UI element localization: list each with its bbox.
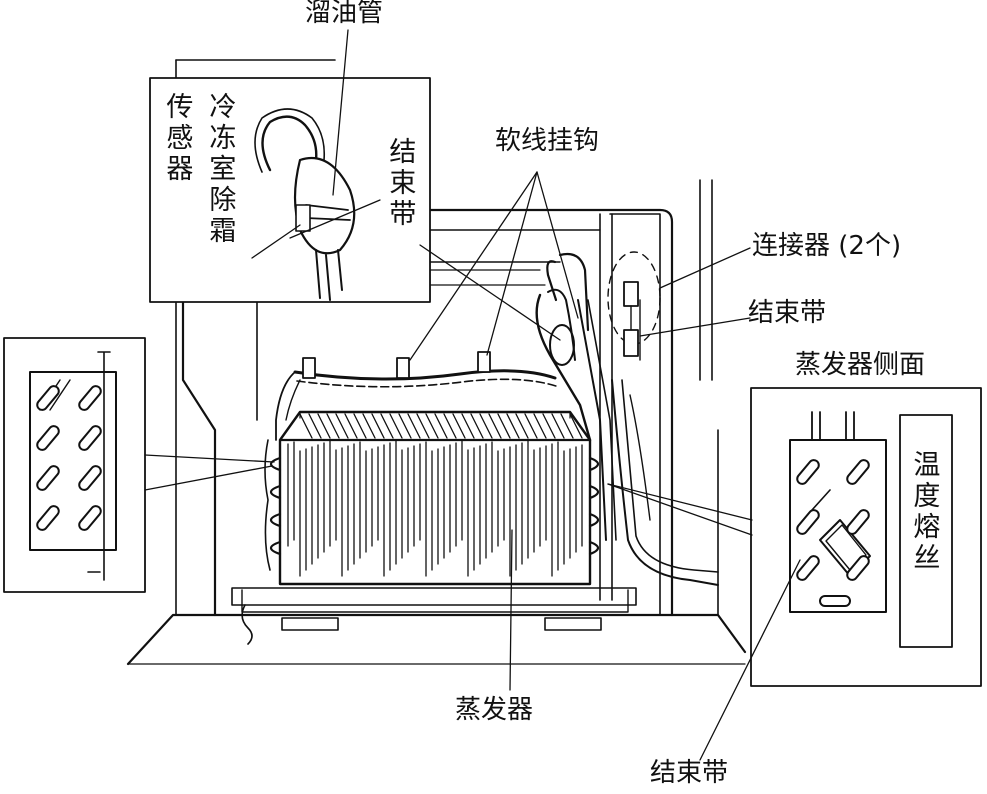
- label-tie-band-inset: 结束带: [384, 137, 416, 230]
- evaporator-fin-top: [371, 413, 385, 439]
- evaporator-fin-top: [488, 413, 502, 439]
- connectors: [607, 251, 661, 361]
- mounting-slot: [846, 459, 870, 485]
- evaporator-fin-top: [443, 413, 457, 439]
- label-connector: 连接器 (2个): [752, 231, 902, 261]
- evaporator-fin-top: [407, 413, 421, 439]
- evaporator-end-bends: [264, 439, 600, 571]
- evaporator-fin-top: [389, 413, 403, 439]
- mounting-slot: [846, 509, 870, 535]
- mounting-slot: [796, 459, 820, 485]
- evaporator-fin-top: [515, 413, 529, 439]
- evaporator-fin-top: [299, 413, 313, 439]
- label-freezer-defrost: 冷冻室除霜: [204, 92, 236, 247]
- mounting-slot: [78, 425, 102, 451]
- evaporator-fin-top: [344, 413, 358, 439]
- label-hose-hook: 软线挂钩: [495, 126, 600, 156]
- evaporator-fin-top: [308, 413, 322, 439]
- evaporator-fin-top: [353, 413, 367, 439]
- mounting-slot: [796, 509, 820, 535]
- leader-lines: [144, 29, 801, 761]
- evaporator-fin-top: [326, 413, 340, 439]
- evaporator-fin-top: [506, 413, 520, 439]
- label-tie-band-bottom: 结束带: [650, 758, 729, 788]
- evaporator-fin-top: [542, 413, 556, 439]
- evaporator-fin-top: [434, 413, 448, 439]
- label-oil-drain-tube: 溜油管: [305, 0, 384, 28]
- mounting-slot: [78, 505, 102, 531]
- evaporator-fin-top: [317, 413, 331, 439]
- left-detail-inset: [3, 337, 146, 593]
- evaporator-fin-top: [551, 413, 565, 439]
- right-side-pipes: [535, 252, 719, 586]
- mounting-slot: [846, 555, 870, 581]
- evaporator-fin-top: [569, 413, 583, 439]
- evaporator-fin-top: [380, 413, 394, 439]
- evaporator-fin-top: [335, 413, 349, 439]
- cabinet-base: [126, 587, 747, 666]
- evaporator-fin-top: [524, 413, 538, 439]
- label-evaporator: 蒸发器: [455, 695, 534, 725]
- evaporator-body: [278, 410, 592, 586]
- evaporator-fin-top: [497, 413, 511, 439]
- right-inset-slots: [796, 459, 870, 607]
- label-tie-band-right: 结束带: [748, 298, 827, 328]
- mounting-slot: [819, 595, 851, 607]
- evaporator-fin-top: [425, 413, 439, 439]
- label-temp-fuse: 温度熔丝: [908, 450, 940, 574]
- mounting-slot: [36, 505, 60, 531]
- mounting-slot: [36, 425, 60, 451]
- mounting-slot: [796, 555, 820, 581]
- evaporator-fin-top: [479, 413, 493, 439]
- evaporator-fin-top: [560, 413, 574, 439]
- label-evaporator-side: 蒸发器侧面: [795, 350, 926, 380]
- mounting-slot: [78, 465, 102, 491]
- evaporator-fin-top: [416, 413, 430, 439]
- evaporator-fin-top: [362, 413, 376, 439]
- evaporator-fin-top: [452, 413, 466, 439]
- right-detail-inset: [750, 387, 982, 687]
- mounting-slot: [36, 465, 60, 491]
- hose-hook-clips: [302, 351, 491, 379]
- evaporator-fin-top: [398, 413, 412, 439]
- mounting-slot: [78, 385, 102, 411]
- sensor-inset: [149, 77, 431, 303]
- mounting-slot: [36, 385, 60, 411]
- top-refrigerant-tube: [275, 369, 557, 441]
- left-inset-slots: [36, 385, 102, 531]
- evaporator-fin-top: [533, 413, 547, 439]
- evaporator-fins: [287, 413, 583, 577]
- label-sensor: 传感器: [161, 92, 193, 185]
- evaporator-fin-top: [470, 413, 484, 439]
- evaporator-fin-top: [461, 413, 475, 439]
